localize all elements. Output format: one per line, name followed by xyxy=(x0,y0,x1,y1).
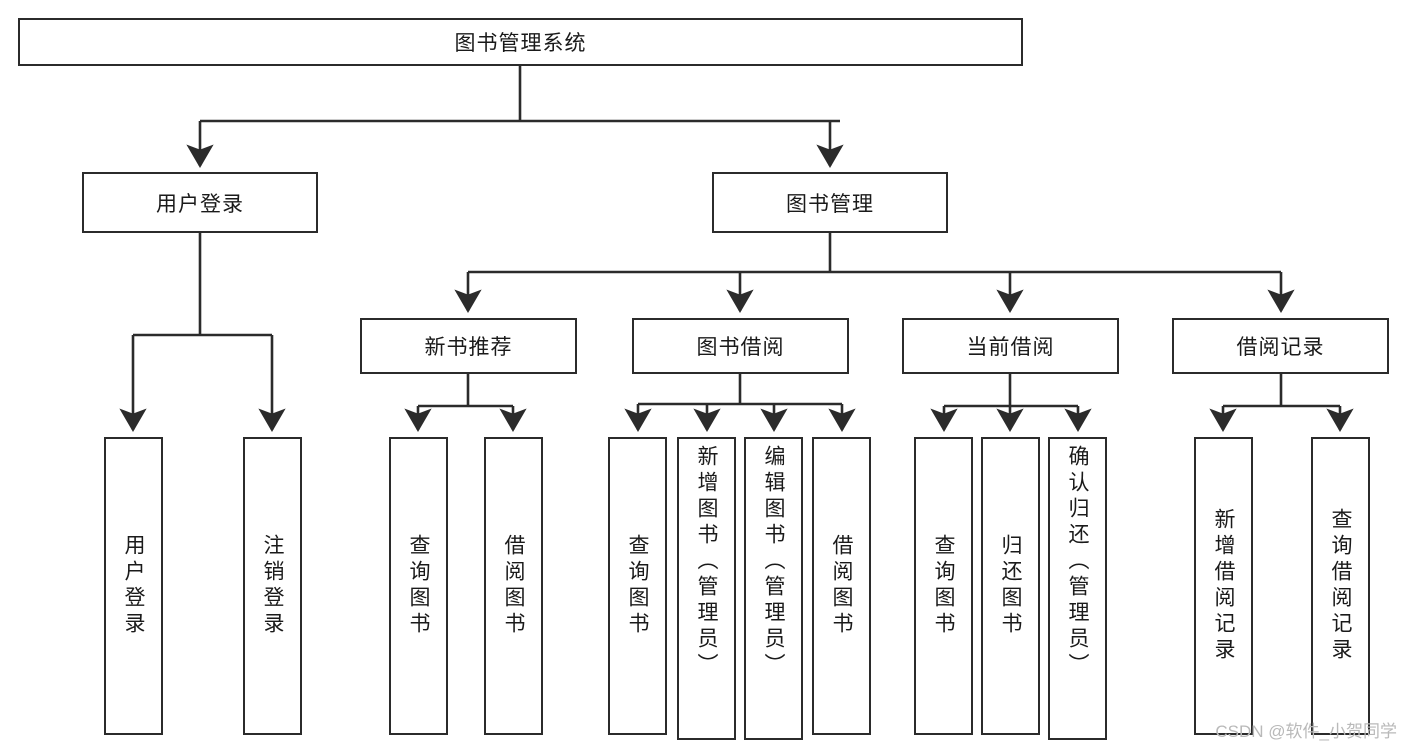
node-current-borrow-label: 当前借阅 xyxy=(966,336,1055,359)
node-new-book-recommend[interactable]: 新书推荐 xyxy=(360,318,577,374)
node-leaf-user-logout[interactable]: 注销登录 xyxy=(243,437,302,735)
node-leaf-user-logout-label: 注销登录 xyxy=(261,534,284,638)
node-leaf-query-book-1-label: 查询图书 xyxy=(407,534,430,638)
node-leaf-edit-book[interactable]: 编辑图书（管理员） xyxy=(744,437,803,740)
node-leaf-return-book[interactable]: 归还图书 xyxy=(981,437,1040,735)
node-leaf-query-book-3-label: 查询图书 xyxy=(932,534,955,638)
node-leaf-add-book[interactable]: 新增图书（管理员） xyxy=(677,437,736,740)
node-leaf-query-book-1[interactable]: 查询图书 xyxy=(389,437,448,735)
node-leaf-add-record[interactable]: 新增借阅记录 xyxy=(1194,437,1253,735)
node-leaf-borrow-book-2-label: 借阅图书 xyxy=(830,534,853,638)
node-borrow-record-label: 借阅记录 xyxy=(1236,336,1325,359)
node-root-label: 图书管理系统 xyxy=(454,32,587,55)
csdn-watermark: CSDN @软件_小贺同学 xyxy=(1215,722,1397,741)
node-leaf-query-record-label: 查询借阅记录 xyxy=(1329,508,1352,664)
node-leaf-return-book-label: 归还图书 xyxy=(999,534,1022,638)
node-leaf-borrow-book-1-label: 借阅图书 xyxy=(502,534,525,638)
node-book-manage[interactable]: 图书管理 xyxy=(712,172,948,233)
node-leaf-query-book-3[interactable]: 查询图书 xyxy=(914,437,973,735)
node-leaf-edit-book-label: 编辑图书（管理员） xyxy=(762,445,785,679)
node-current-borrow[interactable]: 当前借阅 xyxy=(902,318,1119,374)
node-borrow-record[interactable]: 借阅记录 xyxy=(1172,318,1389,374)
node-root[interactable]: 图书管理系统 xyxy=(18,18,1023,66)
node-leaf-confirm-return[interactable]: 确认归还（管理员） xyxy=(1048,437,1107,740)
node-leaf-user-login[interactable]: 用户登录 xyxy=(104,437,163,735)
node-leaf-confirm-return-label: 确认归还（管理员） xyxy=(1066,445,1089,679)
node-leaf-add-book-label: 新增图书（管理员） xyxy=(695,445,718,679)
node-book-manage-label: 图书管理 xyxy=(786,192,874,216)
node-user-login[interactable]: 用户登录 xyxy=(82,172,318,233)
node-new-book-recommend-label: 新书推荐 xyxy=(424,336,513,359)
node-leaf-query-book-2-label: 查询图书 xyxy=(626,534,649,638)
node-leaf-borrow-book-2[interactable]: 借阅图书 xyxy=(812,437,871,735)
node-leaf-add-record-label: 新增借阅记录 xyxy=(1212,508,1235,664)
node-leaf-query-record[interactable]: 查询借阅记录 xyxy=(1311,437,1370,735)
node-leaf-user-login-label: 用户登录 xyxy=(122,534,145,638)
node-book-borrow-label: 图书借阅 xyxy=(696,336,785,359)
node-book-borrow[interactable]: 图书借阅 xyxy=(632,318,849,374)
node-user-login-label: 用户登录 xyxy=(156,192,244,216)
node-leaf-borrow-book-1[interactable]: 借阅图书 xyxy=(484,437,543,735)
node-leaf-query-book-2[interactable]: 查询图书 xyxy=(608,437,667,735)
